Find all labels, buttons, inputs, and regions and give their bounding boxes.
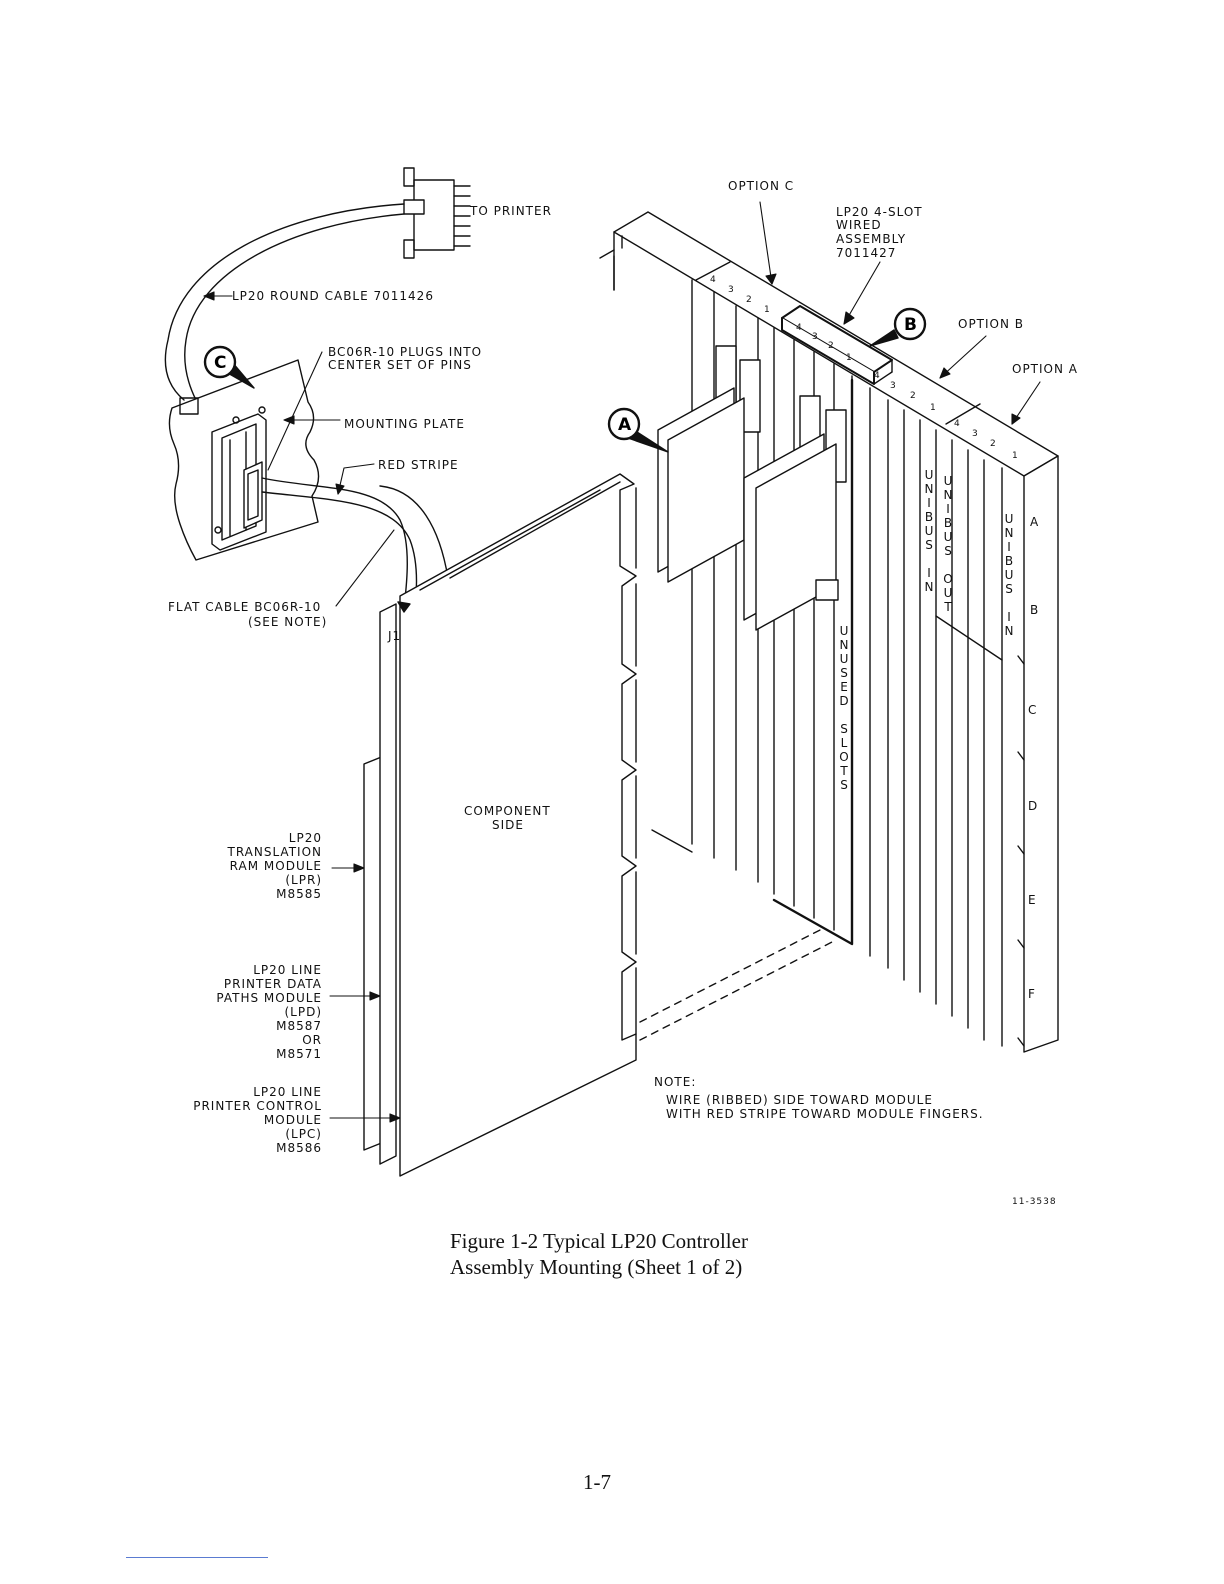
svg-text:M8571: M8571 [276,1047,322,1061]
svg-text:(LPC): (LPC) [285,1127,322,1141]
svg-text:4: 4 [874,371,881,381]
label-unibus-out: UNIBUS OUT [941,474,955,614]
svg-text:A: A [1030,515,1039,529]
svg-text:2: 2 [910,391,917,401]
svg-text:D: D [1028,799,1038,813]
svg-text:B: B [1030,603,1039,617]
label-component-side-line1: COMPONENT [464,804,551,818]
svg-text:2: 2 [990,439,997,449]
label-option-c: OPTION C [728,179,794,193]
label-unused-slots: UNUSED SLOTS [837,624,851,792]
svg-text:4: 4 [954,419,961,429]
callout-a: A [618,415,632,435]
callout-c-bubble [203,345,255,389]
svg-text:C: C [1028,703,1037,717]
label-unibus-in-1: UNIBUS IN [922,468,936,594]
svg-text:E: E [1028,893,1037,907]
svg-text:1: 1 [846,353,853,363]
svg-text:F: F [1028,987,1036,1001]
callout-b-bubble [869,307,927,347]
slot-numbers-option-b: 4 3 2 1 [874,371,937,413]
svg-text:3: 3 [890,381,897,391]
label-plugs-line2: CENTER SET OF PINS [328,358,472,372]
svg-text:3: 3 [972,429,979,439]
svg-text:(LPD): (LPD) [284,1005,322,1019]
mating-dashes [639,929,837,1041]
svg-text:PRINTER CONTROL: PRINTER CONTROL [193,1099,322,1113]
label-mounting-plate: MOUNTING PLATE [344,417,465,431]
svg-text:MODULE: MODULE [264,1113,322,1127]
svg-text:LP20 LINE: LP20 LINE [253,963,322,977]
label-lpr-module: LP20 TRANSLATION RAM MODULE (LPR) M8585 [226,831,322,901]
svg-text:LP20 LINE: LP20 LINE [253,1085,322,1099]
label-red-stripe: RED STRIPE [378,458,459,472]
label-to-printer: TO PRINTER [469,204,552,218]
row-letters: A B C D E F [1028,515,1039,1001]
label-wired-line4: 7011427 [836,246,896,260]
label-flat-cable-line2: (SEE NOTE) [248,615,327,629]
svg-text:4: 4 [710,275,717,285]
label-lpd-module: LP20 LINE PRINTER DATA PATHS MODULE (LPD… [216,963,322,1061]
svg-text:RAM MODULE: RAM MODULE [230,859,322,873]
label-option-b: OPTION B [958,317,1024,331]
figure-caption-line2: Assembly Mounting (Sheet 1 of 2) [450,1255,743,1279]
svg-text:1: 1 [764,305,771,315]
mounting-plate [168,359,320,561]
svg-text:3: 3 [812,332,819,342]
svg-text:M8586: M8586 [276,1141,322,1155]
svg-text:LP20: LP20 [289,831,322,845]
figure-caption: Figure 1-2 Typical LP20 Controller Assem… [450,1228,748,1280]
slot-numbers-option-a: 4 3 2 1 [954,419,1019,461]
slot-numbers-option-c: 4 3 2 1 [710,275,771,315]
label-wired-line1: LP20 4-SLOT [836,205,923,219]
svg-text:2: 2 [746,295,753,305]
svg-text:PATHS MODULE: PATHS MODULE [216,991,322,1005]
label-wired-line3: ASSEMBLY [836,232,906,246]
svg-text:3: 3 [728,285,735,295]
page-number: 1-7 [583,1470,611,1494]
svg-text:1: 1 [1012,451,1019,461]
round-cable [164,203,405,401]
svg-text:1: 1 [930,403,937,413]
wired-assembly [781,305,893,385]
label-wired-line2: WIRED [836,218,882,232]
label-plugs-line1: BC06R-10 PLUGS INTO [328,345,482,359]
svg-text:TRANSLATION: TRANSLATION [226,845,322,859]
label-component-side-line2: SIDE [492,818,524,832]
option-b-cards [743,395,847,631]
svg-text:2: 2 [828,341,835,351]
label-unibus-in-2: UNIBUS IN [1002,512,1016,638]
note-title: NOTE: [654,1075,696,1089]
drawing-number: 11-3538 [1012,1197,1057,1207]
label-flat-cable-line1: FLAT CABLE BC06R-10 [168,600,321,614]
svg-text:M8587: M8587 [276,1019,322,1033]
svg-text:PRINTER DATA: PRINTER DATA [224,977,322,991]
label-j1: J1 [387,629,401,643]
svg-text:M8585: M8585 [276,887,322,901]
callout-b: B [904,315,918,335]
option-c-cards [657,345,761,583]
label-round-cable: LP20 ROUND CABLE 7011426 [232,289,434,303]
module-board-lpd [379,603,397,1165]
note-line2: WITH RED STRIPE TOWARD MODULE FINGERS. [666,1107,984,1121]
callout-a-bubble [607,407,669,453]
note-line1: WIRE (RIBBED) SIDE TOWARD MODULE [666,1093,933,1107]
printer-connector [403,167,471,259]
svg-text:(LPR): (LPR) [285,873,322,887]
callout-c: C [214,353,227,373]
slot-numbers-wired: 4 3 2 1 [796,323,853,363]
leader-lines [203,201,1041,1123]
label-option-a: OPTION A [1012,362,1078,376]
svg-text:4: 4 [796,323,803,333]
footer-rule [126,1557,268,1558]
figure-caption-line1: Figure 1-2 Typical LP20 Controller [450,1229,748,1253]
module-board-front [397,473,637,1177]
svg-text:OR: OR [302,1033,322,1047]
label-lpc-module: LP20 LINE PRINTER CONTROL MODULE (LPC) M… [193,1085,322,1155]
